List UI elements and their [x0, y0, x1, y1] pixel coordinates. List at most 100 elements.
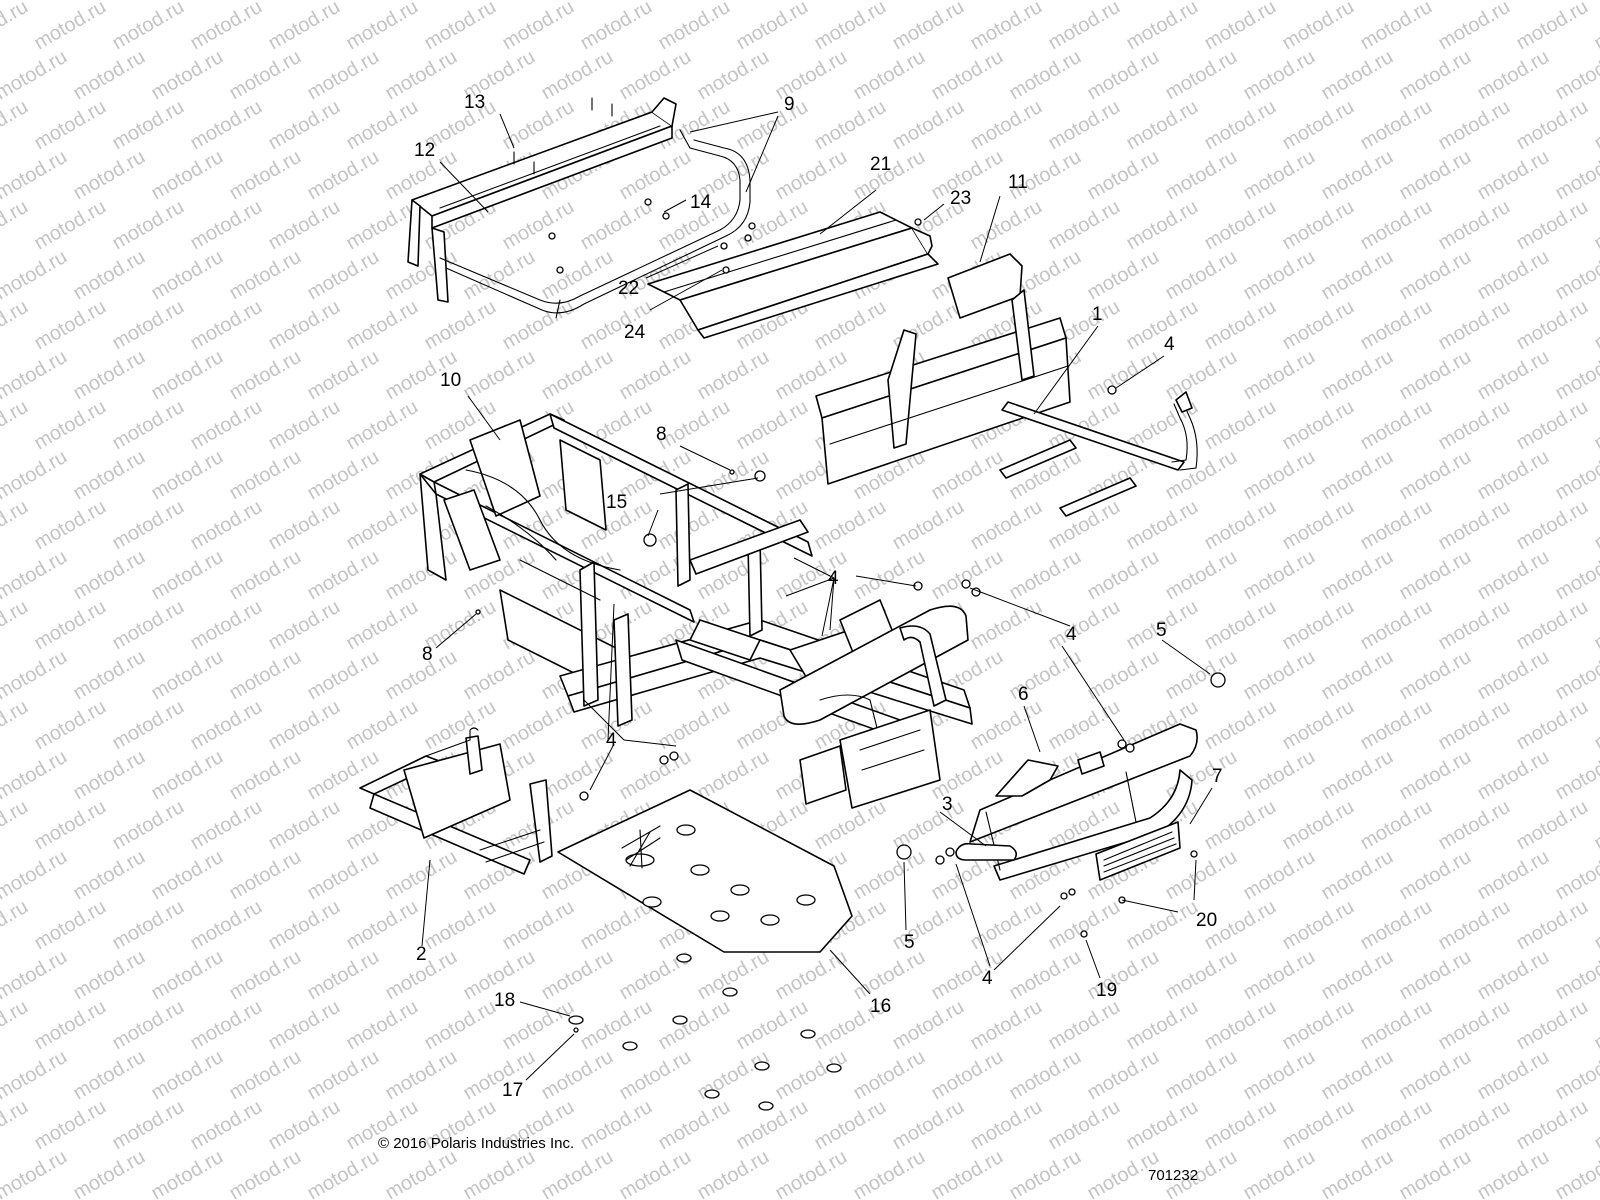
watermark-text: motod.ru — [577, 1096, 656, 1155]
watermark-text: motod.ru — [577, 996, 656, 1055]
watermark-text: motod.ru — [1357, 596, 1436, 655]
watermark-text: motod.ru — [1279, 1096, 1358, 1155]
watermark-text: motod.ru — [1279, 496, 1358, 555]
watermark-text: motod.ru — [421, 0, 500, 54]
bumper-bracket — [995, 751, 1105, 797]
callout-8: 8 — [656, 424, 667, 445]
watermark-text: motod.ru — [304, 346, 383, 405]
watermark-text: motod.ru — [187, 396, 266, 455]
callout-7: 7 — [1212, 766, 1223, 787]
watermark-text: motod.ru — [1591, 596, 1600, 655]
watermark-text: motod.ru — [1201, 696, 1280, 755]
watermark-text: motod.ru — [1396, 446, 1475, 505]
watermark-text: motod.ru — [850, 846, 929, 905]
watermark-text: motod.ru — [1474, 0, 1553, 4]
watermark-text: motod.ru — [1201, 796, 1280, 855]
watermark-text: motod.ru — [1162, 446, 1241, 505]
watermark-text: motod.ru — [1006, 1046, 1085, 1105]
watermark-text: motod.ru — [1123, 1096, 1202, 1155]
watermark-text: motod.ru — [0, 0, 32, 54]
watermark-text: motod.ru — [538, 46, 617, 105]
watermark-text: motod.ru — [148, 346, 227, 405]
watermark-text: motod.ru — [343, 696, 422, 755]
watermark-text: motod.ru — [0, 996, 32, 1055]
watermark-text: motod.ru — [1474, 346, 1553, 405]
watermark-text: motod.ru — [928, 46, 1007, 105]
watermark-text: motod.ru — [577, 0, 656, 54]
watermark-text: motod.ru — [109, 496, 188, 555]
watermark-text: motod.ru — [1162, 946, 1241, 1005]
watermark-text: motod.ru — [421, 296, 500, 355]
watermark-text: motod.ru — [928, 546, 1007, 605]
watermark-text: motod.ru — [1513, 796, 1592, 855]
watermark-text: motod.ru — [109, 996, 188, 1055]
watermark-text: motod.ru — [1513, 1196, 1592, 1200]
watermark-text: motod.ru — [889, 0, 968, 54]
watermark-text: motod.ru — [109, 1096, 188, 1155]
watermark-text: motod.ru — [0, 796, 32, 855]
watermark-text: motod.ru — [1045, 0, 1124, 54]
watermark-text: motod.ru — [1513, 1096, 1592, 1155]
watermark-text: motod.ru — [772, 0, 851, 4]
watermark-text: motod.ru — [655, 1196, 734, 1200]
watermark-text: motod.ru — [733, 1196, 812, 1200]
watermark-text: motod.ru — [187, 96, 266, 155]
watermark-text: motod.ru — [0, 146, 71, 205]
watermark-text: motod.ru — [1162, 646, 1241, 705]
watermark-text: motod.ru — [1279, 396, 1358, 455]
rear-frame-extension — [815, 253, 1071, 485]
watermark-text: motod.ru — [31, 0, 110, 54]
watermark-text: motod.ru — [1123, 996, 1202, 1055]
watermark-text: motod.ru — [70, 46, 149, 105]
watermark-text: motod.ru — [0, 596, 32, 655]
watermark-text: motod.ru — [343, 296, 422, 355]
watermark-text: motod.ru — [1240, 46, 1319, 105]
watermark-text: motod.ru — [109, 896, 188, 955]
watermark-text: motod.ru — [31, 496, 110, 555]
watermark-text: motod.ru — [1513, 496, 1592, 555]
watermark-text: motod.ru — [1396, 646, 1475, 705]
watermark-text: motod.ru — [1396, 146, 1475, 205]
watermark-text: motod.ru — [31, 896, 110, 955]
watermark-text: motod.ru — [1006, 1146, 1085, 1200]
watermark-text: motod.ru — [616, 1046, 695, 1105]
watermark-text: motod.ru — [1357, 796, 1436, 855]
watermark-text: motod.ru — [538, 246, 617, 305]
watermark-text: motod.ru — [1435, 296, 1514, 355]
watermark-text: motod.ru — [1279, 96, 1358, 155]
watermark-text: motod.ru — [1279, 896, 1358, 955]
watermark-text: motod.ru — [577, 196, 656, 255]
watermark-text: motod.ru — [187, 896, 266, 955]
watermark-text: motod.ru — [850, 46, 929, 105]
watermark-text: motod.ru — [148, 846, 227, 905]
watermark-text: motod.ru — [460, 0, 539, 4]
watermark-text: motod.ru — [265, 896, 344, 955]
callout-4: 4 — [1164, 334, 1175, 355]
watermark-text: motod.ru — [1552, 946, 1600, 1005]
watermark-text: motod.ru — [1240, 246, 1319, 305]
watermark-text: motod.ru — [1201, 296, 1280, 355]
watermark-text: motod.ru — [1240, 446, 1319, 505]
watermark-text: motod.ru — [226, 1046, 305, 1105]
watermark-text: motod.ru — [148, 1146, 227, 1200]
watermark-text: motod.ru — [1318, 846, 1397, 905]
watermark-text: motod.ru — [1357, 1196, 1436, 1200]
watermark-text: motod.ru — [694, 46, 773, 105]
watermark-text: motod.ru — [0, 946, 71, 1005]
watermark-text: motod.ru — [1396, 46, 1475, 105]
watermark-text: motod.ru — [31, 96, 110, 155]
watermark-text: motod.ru — [0, 696, 32, 755]
watermark-text: motod.ru — [616, 0, 695, 4]
watermark-text: motod.ru — [343, 0, 422, 54]
callout-22: 22 — [618, 278, 639, 299]
watermark-text: motod.ru — [1513, 896, 1592, 955]
watermark-text: motod.ru — [967, 596, 1046, 655]
watermark-text: motod.ru — [421, 996, 500, 1055]
watermark-text: motod.ru — [31, 796, 110, 855]
watermark-text: motod.ru — [382, 846, 461, 905]
watermark-text: motod.ru — [109, 396, 188, 455]
callout-14: 14 — [690, 192, 712, 213]
watermark-text: motod.ru — [1474, 946, 1553, 1005]
watermark-text: motod.ru — [1357, 996, 1436, 1055]
watermark-text: motod.ru — [148, 1046, 227, 1105]
